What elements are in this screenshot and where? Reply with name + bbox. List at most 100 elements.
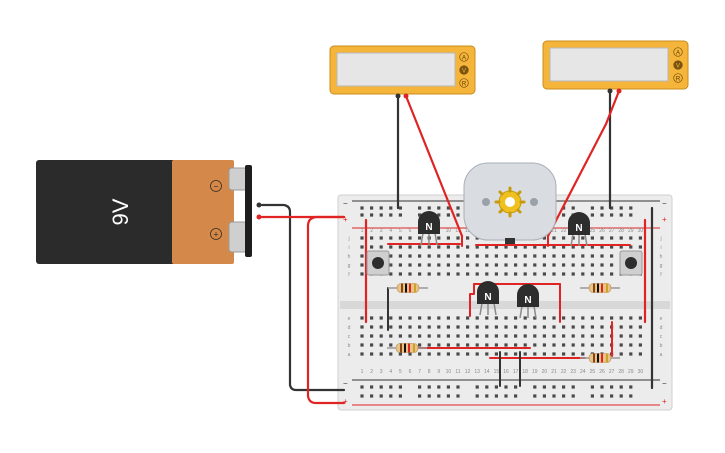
breadboard-hole[interactable] — [456, 352, 460, 356]
breadboard-hole[interactable] — [466, 245, 470, 249]
right-meter-red-probe[interactable] — [546, 89, 621, 238]
breadboard-hole[interactable] — [418, 213, 422, 217]
breadboard-hole[interactable] — [562, 263, 566, 267]
breadboard-hole[interactable] — [638, 236, 642, 240]
breadboard-hole[interactable] — [552, 343, 556, 347]
breadboard-hole[interactable] — [514, 394, 518, 398]
breadboard-hole[interactable] — [600, 236, 604, 240]
breadboard-hole[interactable] — [581, 263, 585, 267]
breadboard-hole[interactable] — [360, 272, 364, 276]
breadboard-hole[interactable] — [446, 254, 450, 258]
resistor-r1[interactable] — [388, 283, 428, 293]
breadboard-hole[interactable] — [437, 343, 441, 347]
breadboard-hole[interactable] — [562, 394, 566, 398]
breadboard-hole[interactable] — [418, 245, 422, 249]
breadboard-hole[interactable] — [533, 263, 537, 267]
breadboard-hole[interactable] — [600, 272, 604, 276]
breadboard-hole[interactable] — [533, 334, 537, 338]
breadboard-hole[interactable] — [398, 325, 402, 329]
breadboard-hole[interactable] — [514, 334, 518, 338]
breadboard-hole[interactable] — [600, 254, 604, 258]
breadboard-hole[interactable] — [581, 254, 585, 258]
breadboard-hole[interactable] — [610, 263, 614, 267]
breadboard-hole[interactable] — [629, 394, 633, 398]
breadboard-hole[interactable] — [418, 263, 422, 267]
breadboard-hole[interactable] — [370, 245, 374, 249]
breadboard-hole[interactable] — [446, 325, 450, 329]
breadboard-hole[interactable] — [629, 352, 633, 356]
breadboard-hole[interactable] — [581, 352, 585, 356]
breadboard-hole[interactable] — [562, 325, 566, 329]
breadboard-hole[interactable] — [437, 316, 441, 320]
meter-left-mode-v[interactable] — [459, 65, 469, 75]
breadboard-hole[interactable] — [437, 272, 441, 276]
breadboard-hole[interactable] — [456, 316, 460, 320]
breadboard-hole[interactable] — [360, 236, 364, 240]
breadboard-hole[interactable] — [562, 316, 566, 320]
breadboard-hole[interactable] — [379, 206, 383, 210]
transistor-q1[interactable]: N — [418, 211, 440, 246]
breadboard-hole[interactable] — [590, 272, 594, 276]
breadboard-hole[interactable] — [590, 325, 594, 329]
breadboard-hole[interactable] — [571, 272, 575, 276]
breadboard-hole[interactable] — [494, 245, 498, 249]
breadboard-hole[interactable] — [446, 352, 450, 356]
breadboard-hole[interactable] — [619, 394, 623, 398]
breadboard-hole[interactable] — [504, 254, 508, 258]
breadboard-hole[interactable] — [485, 352, 489, 356]
breadboard-hole[interactable] — [562, 385, 566, 389]
breadboard-hole[interactable] — [629, 385, 633, 389]
meter-left-v-jack[interactable] — [403, 93, 409, 99]
breadboard-hole[interactable] — [562, 213, 566, 217]
breadboard-hole[interactable] — [504, 316, 508, 320]
meter-left-mode-a[interactable] — [459, 52, 469, 62]
breadboard-hole[interactable] — [571, 385, 575, 389]
breadboard-hole[interactable] — [581, 343, 585, 347]
breadboard-hole[interactable] — [475, 325, 479, 329]
breadboard-hole[interactable] — [379, 245, 383, 249]
breadboard-hole[interactable] — [590, 206, 594, 210]
breadboard-hole[interactable] — [590, 343, 594, 347]
breadboard-hole[interactable] — [446, 213, 450, 217]
breadboard-hole[interactable] — [523, 343, 527, 347]
breadboard-hole[interactable] — [427, 206, 431, 210]
breadboard-hole[interactable] — [398, 263, 402, 267]
breadboard-hole[interactable] — [514, 343, 518, 347]
breadboard-hole[interactable] — [485, 343, 489, 347]
transistor-q4[interactable]: N — [517, 284, 539, 319]
breadboard-hole[interactable] — [619, 385, 623, 389]
meter-right-v-jack[interactable] — [616, 88, 622, 94]
breadboard-hole[interactable] — [456, 236, 460, 240]
breadboard-hole[interactable] — [398, 236, 402, 240]
transistor-q2[interactable]: N — [568, 212, 590, 247]
breadboard-hole[interactable] — [466, 343, 470, 347]
breadboard-hole[interactable] — [408, 325, 412, 329]
breadboard-hole[interactable] — [427, 394, 431, 398]
breadboard-hole[interactable] — [370, 316, 374, 320]
breadboard-hole[interactable] — [418, 394, 422, 398]
breadboard-hole[interactable] — [475, 343, 479, 347]
breadboard-hole[interactable] — [370, 213, 374, 217]
breadboard-hole[interactable] — [590, 236, 594, 240]
breadboard-hole[interactable] — [610, 385, 614, 389]
breadboard-hole[interactable] — [389, 334, 393, 338]
breadboard-hole[interactable] — [475, 272, 479, 276]
breadboard-hole[interactable] — [571, 352, 575, 356]
breadboard-hole[interactable] — [542, 343, 546, 347]
breadboard-hole[interactable] — [571, 263, 575, 267]
breadboard-hole[interactable] — [600, 245, 604, 249]
breadboard-hole[interactable] — [542, 254, 546, 258]
left-meter-red-probe[interactable] — [404, 94, 464, 238]
breadboard-hole[interactable] — [446, 394, 450, 398]
breadboard-hole[interactable] — [379, 352, 383, 356]
breadboard-hole[interactable] — [514, 325, 518, 329]
breadboard-hole[interactable] — [494, 316, 498, 320]
breadboard-hole[interactable] — [379, 213, 383, 217]
breadboard-hole[interactable] — [600, 206, 604, 210]
breadboard-hole[interactable] — [629, 206, 633, 210]
breadboard-hole[interactable] — [562, 272, 566, 276]
breadboard-hole[interactable] — [408, 352, 412, 356]
breadboard-hole[interactable] — [494, 325, 498, 329]
breadboard-hole[interactable] — [446, 206, 450, 210]
breadboard-hole[interactable] — [389, 394, 393, 398]
